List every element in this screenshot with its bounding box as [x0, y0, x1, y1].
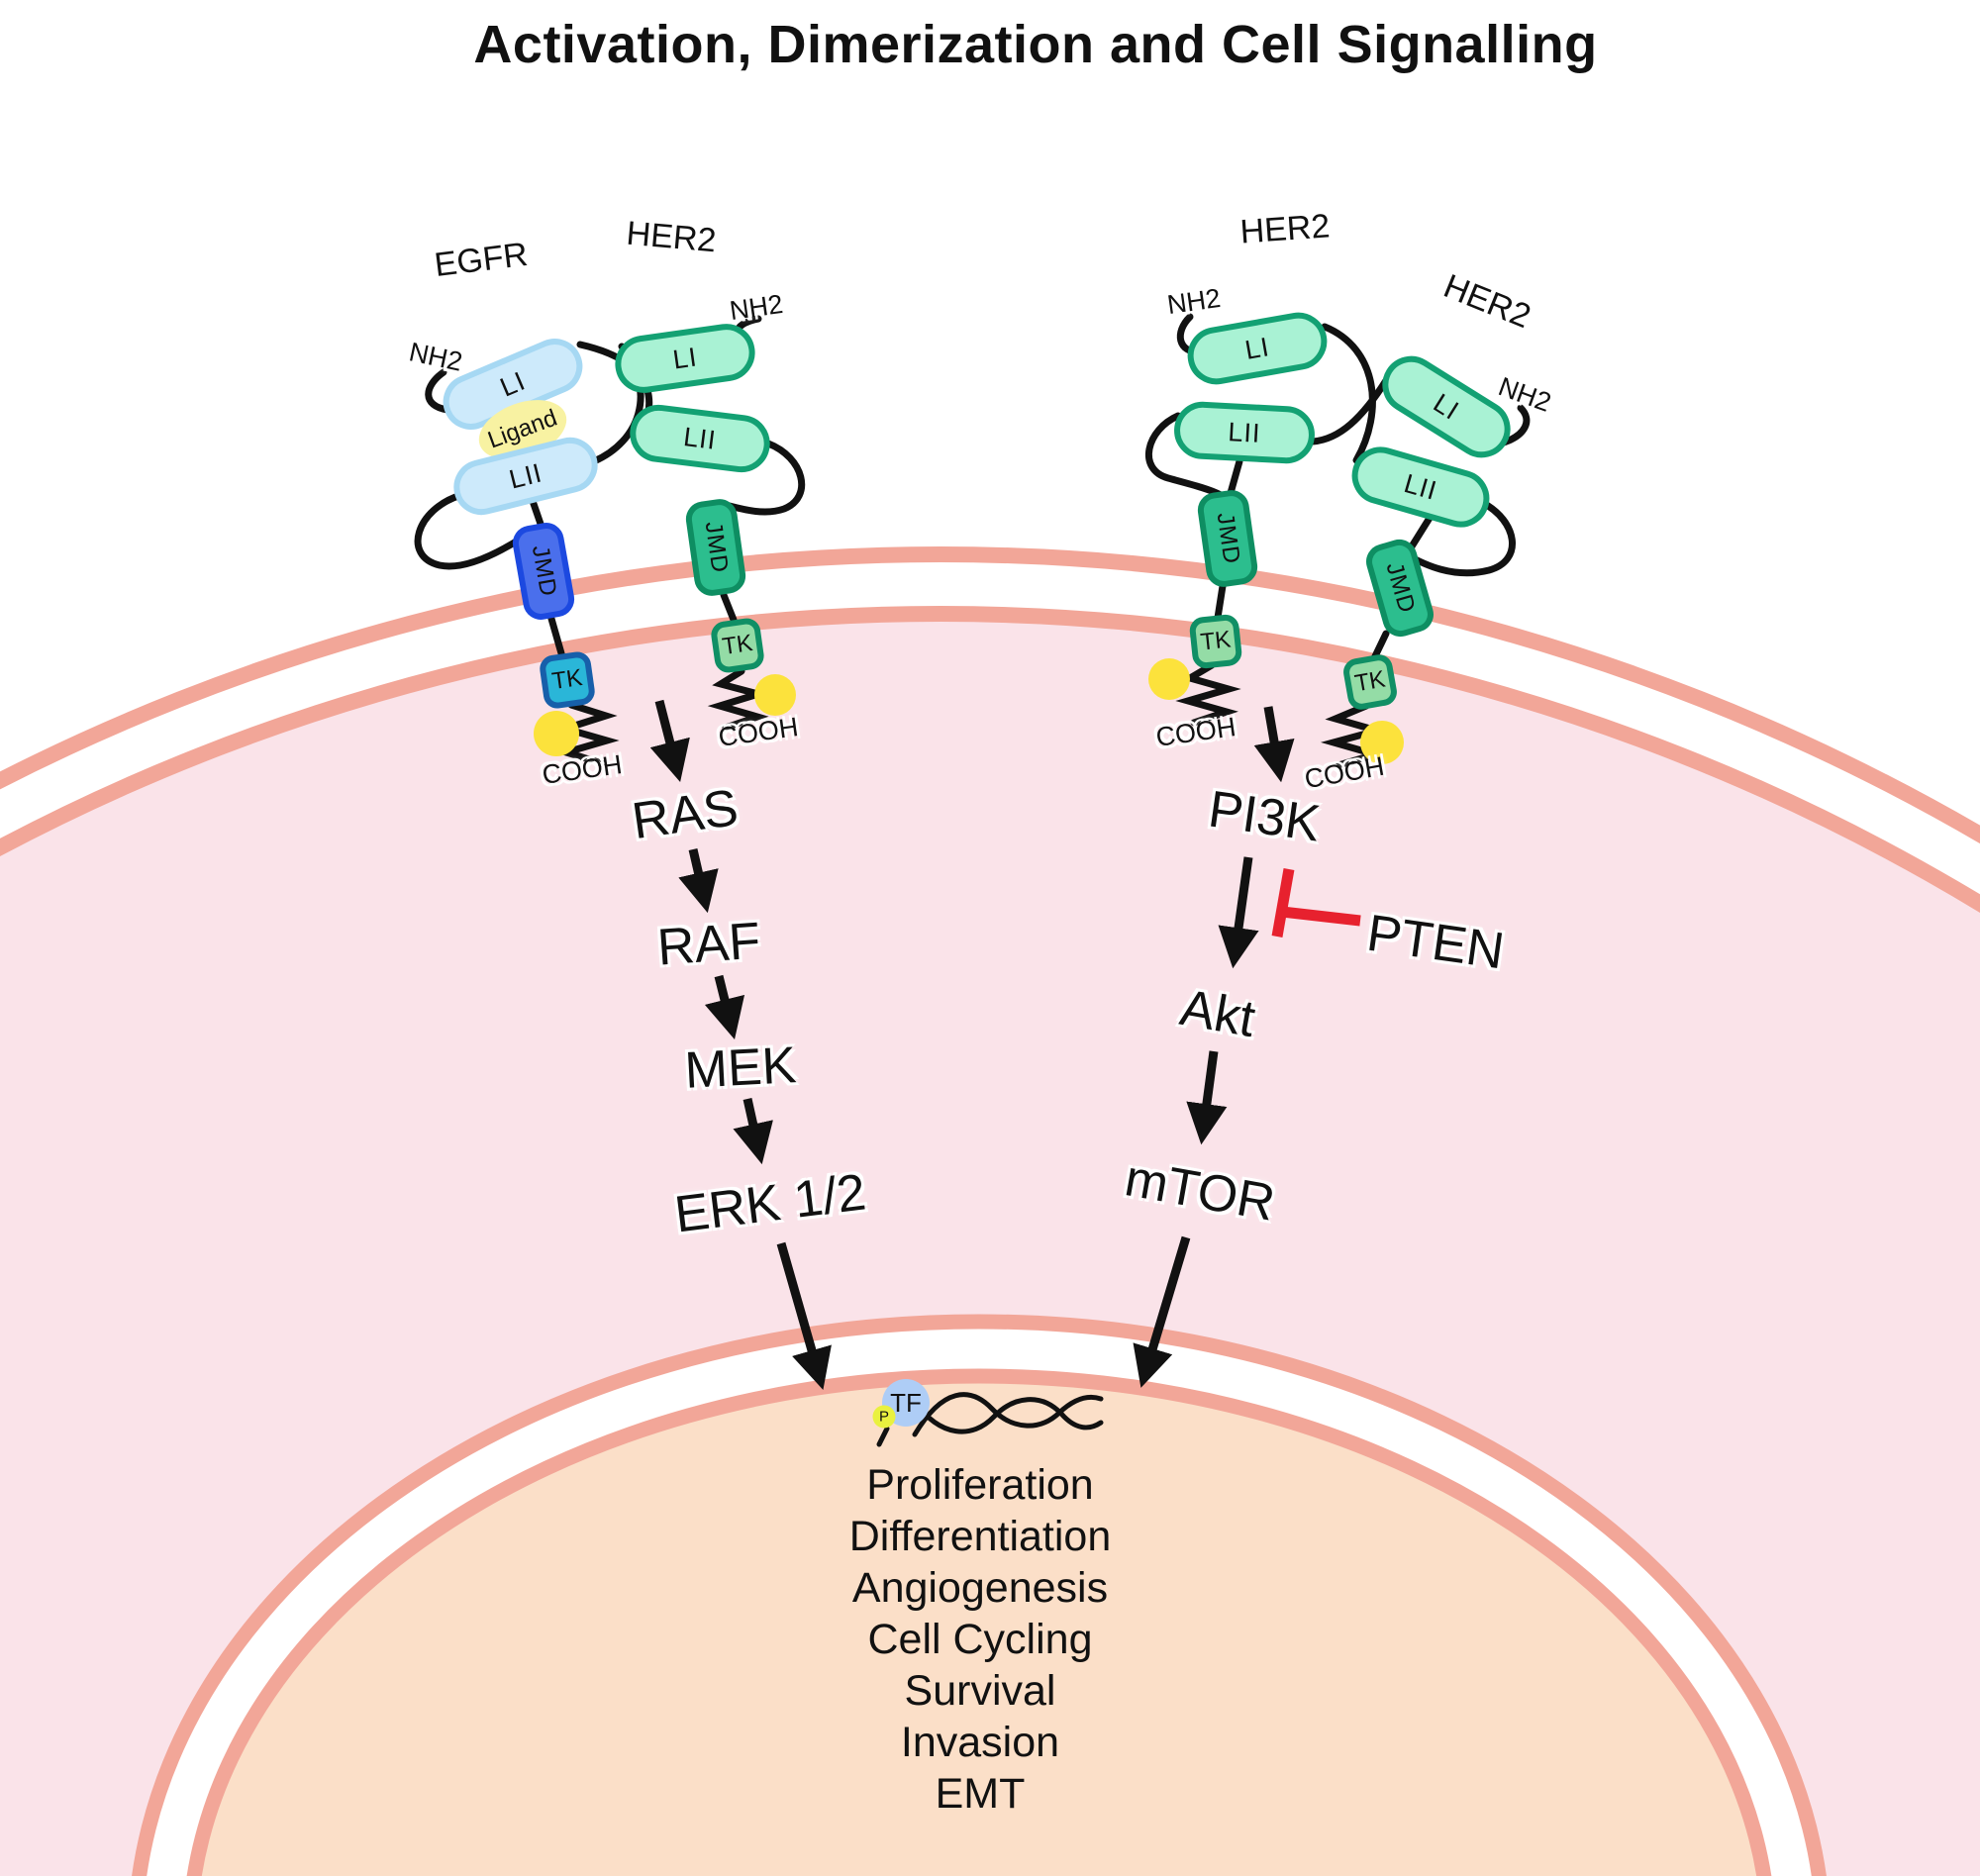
her2-mid-phosphate-circle [1148, 658, 1190, 700]
her2-right-lii-text: LII [1401, 467, 1441, 506]
arrow-akt-to-mtor [1186, 1050, 1228, 1145]
tf-circle: TF [882, 1379, 930, 1427]
her2-left-lii-text: LII [681, 421, 719, 455]
her2-left-jmd-text: JMD [699, 520, 734, 575]
raf-label: RAF [655, 912, 762, 977]
her2-mid-tk-domain: TK [1188, 613, 1243, 670]
her2-mid-tk-text: TK [1199, 626, 1233, 656]
output-proliferation: Proliferation [866, 1461, 1094, 1509]
egfr-phosphate-circle [534, 711, 579, 756]
her2-right-tk-text: TK [1352, 665, 1388, 698]
akt-label: Akt [1175, 978, 1260, 1049]
dna-helix [876, 1392, 1104, 1447]
output-cell-cycling: Cell Cycling [867, 1616, 1093, 1663]
nucleus-region [186, 1368, 1772, 1876]
her2-right-phosphate-circle [1360, 721, 1404, 764]
pten-inhibition-bar [1271, 868, 1361, 938]
arrow-mtor-to-nucleus [1133, 1235, 1191, 1388]
receptor-tail-zigzags [552, 661, 1391, 769]
arrow-pi3k-to-akt [1218, 856, 1259, 969]
arrow-receptor-to-pi3k [1253, 706, 1295, 783]
her2-right-tk-domain: TK [1340, 652, 1400, 712]
output-differentiation: Differentiation [848, 1513, 1112, 1560]
figure-title: Activation, Dimerization and Cell Signal… [473, 15, 1598, 74]
arrow-erk-to-nucleus [776, 1241, 832, 1390]
her2-mid-lii-domain: LII [1172, 400, 1317, 465]
egfr-lii-text: LII [506, 456, 545, 495]
arrow-mek-to-erk [733, 1098, 773, 1165]
p-circle: P [872, 1405, 896, 1429]
her2-right-jmd-text: JMD [1380, 558, 1421, 617]
output-angiogenesis: Angiogenesis [851, 1564, 1109, 1612]
mek-label: MEK [683, 1037, 798, 1100]
p-text: P [878, 1408, 889, 1426]
her2-left-li-text: LI [670, 341, 700, 375]
her2-left-label: HER2 [625, 214, 718, 260]
output-invasion: Invasion [900, 1719, 1060, 1766]
output-emt: EMT [935, 1770, 1026, 1818]
signal-arrows [649, 699, 1295, 1390]
her2-right-li-text: LI [1428, 387, 1465, 426]
arrow-receptor-to-ras [649, 699, 690, 783]
nucleus-output-list: Proliferation Differentiation Angiogenes… [849, 1459, 1112, 1820]
egfr-li-text: LI [495, 364, 530, 403]
her2-left-phosphate-circle [754, 674, 796, 716]
her2-mid-label: HER2 [1238, 207, 1332, 251]
her2-mid-lii-text: LII [1227, 416, 1262, 448]
arrow-raf-to-mek [704, 974, 745, 1040]
output-survival: Survival [904, 1667, 1056, 1715]
arrow-ras-to-raf [678, 847, 719, 914]
her2-mid-li-text: LI [1242, 331, 1272, 365]
egfr-tk-domain: TK [538, 649, 597, 711]
plasma-membrane-outer-line [0, 546, 1980, 844]
egfr-tk-text: TK [549, 664, 584, 696]
egfr-jmd-text: JMD [526, 543, 562, 600]
tf-text: TF [890, 1387, 922, 1418]
her2-left-tk-text: TK [720, 630, 754, 661]
her2-mid-jmd-text: JMD [1211, 511, 1245, 566]
her2-left-tk-domain: TK [709, 616, 766, 675]
